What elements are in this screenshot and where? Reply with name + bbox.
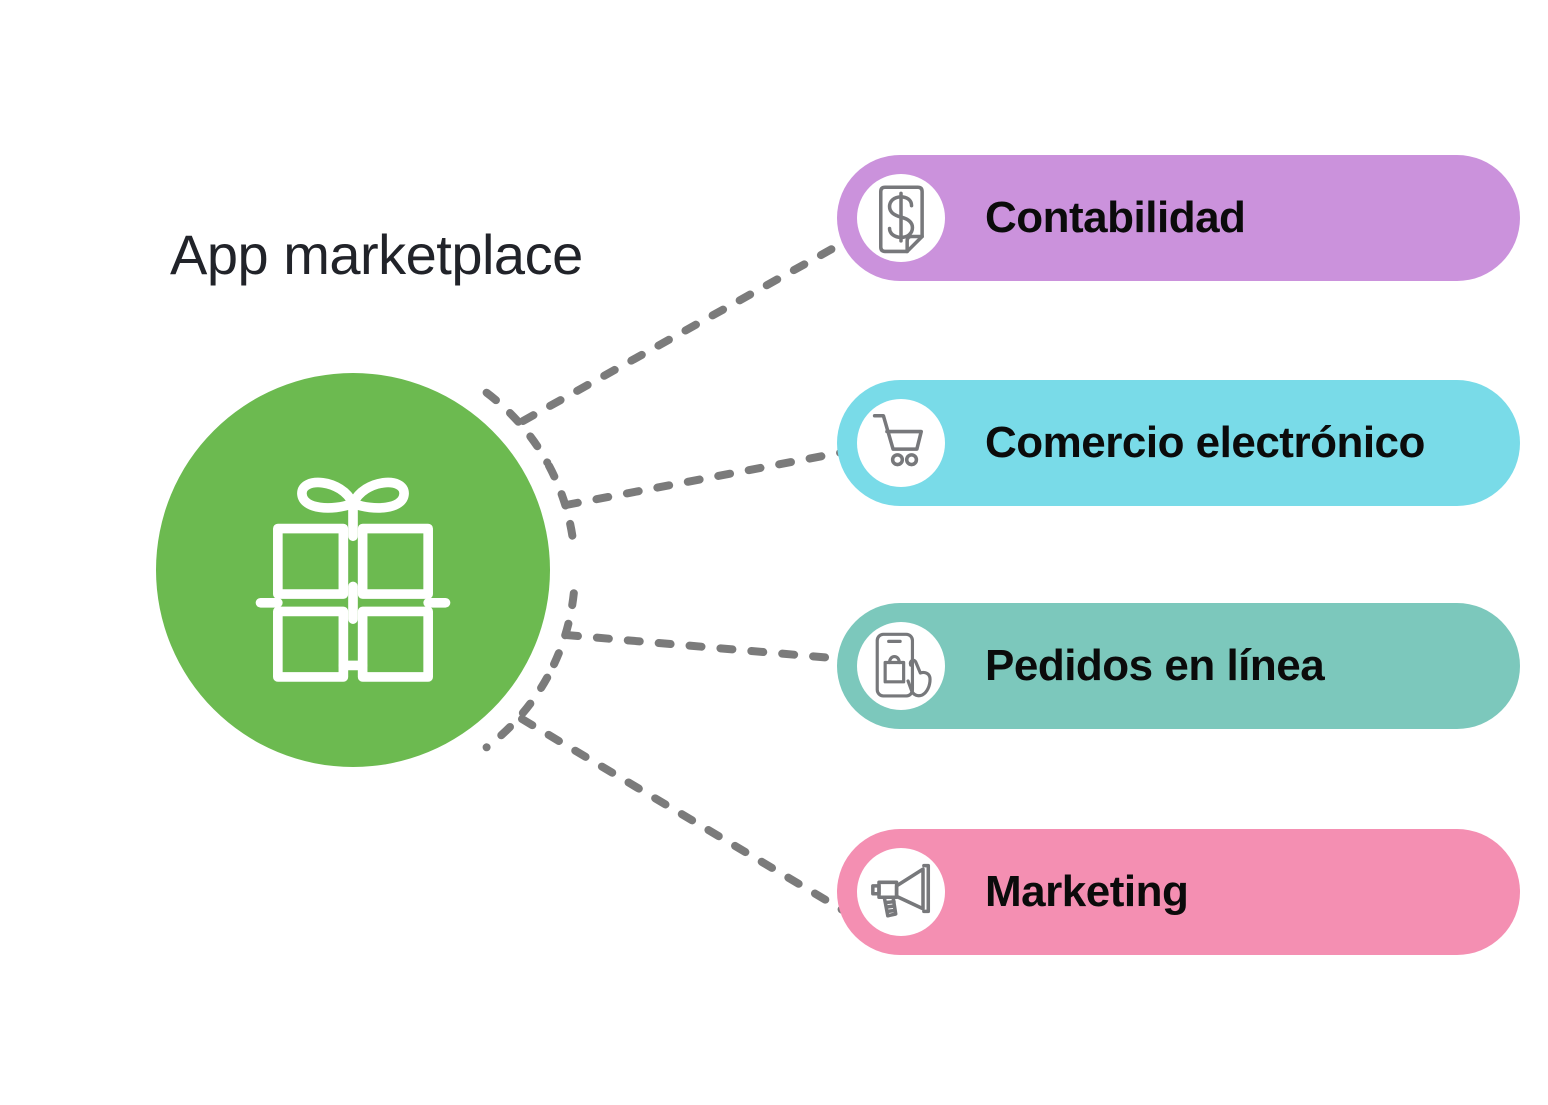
connector-line	[518, 715, 850, 916]
mobile-order-icon	[857, 622, 945, 710]
connector-line	[519, 236, 852, 425]
category-label: Comercio electrónico	[985, 418, 1425, 467]
category-label: Contabilidad	[985, 193, 1246, 242]
category-pill-contabilidad: Contabilidad	[837, 155, 1520, 281]
invoice-dollar-icon	[857, 174, 945, 262]
connector-line	[562, 631, 848, 663]
icon-badge	[857, 399, 945, 487]
shopping-cart-icon	[857, 399, 945, 487]
gift-icon	[247, 457, 459, 683]
category-pill-marketing: Marketing	[837, 829, 1520, 955]
category-pill-comercio-electronico: Comercio electrónico	[837, 380, 1520, 506]
icon-badge	[857, 848, 945, 936]
icon-badge	[857, 622, 945, 710]
icon-badge	[857, 174, 945, 262]
page-title: App marketplace	[170, 223, 583, 286]
category-label: Pedidos en línea	[985, 641, 1325, 690]
megaphone-icon	[857, 848, 945, 936]
connector-start-arc	[482, 388, 552, 467]
connector-line	[562, 448, 848, 509]
category-pill-pedidos-en-linea: Pedidos en línea	[837, 603, 1520, 729]
app-marketplace-hub	[156, 373, 550, 767]
category-label: Marketing	[985, 867, 1189, 916]
